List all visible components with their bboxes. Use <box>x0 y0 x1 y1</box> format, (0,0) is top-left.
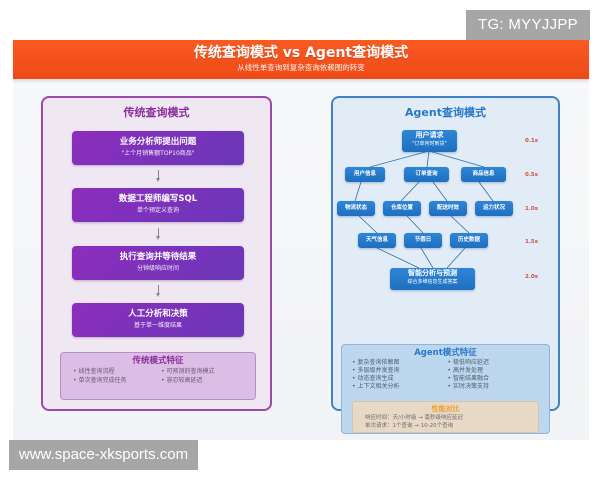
step-title: 业务分析师提出问题 <box>119 137 197 147</box>
feature-item: • 上下文相关分析 <box>352 383 400 390</box>
node-delivery-time: 配送时效 <box>429 201 467 216</box>
arrow-down-icon <box>156 228 162 242</box>
time-label: 0.5s <box>525 172 539 178</box>
traditional-features-title: 传统模式特征 <box>132 356 184 366</box>
traditional-title: 传统查询模式 <box>123 106 190 119</box>
step-subtitle: 分钟级响应时间 <box>136 265 179 272</box>
node-user-info: 用户信息 <box>345 167 385 182</box>
page-subtitle: 从线性单查询到复杂查询依赖图的转变 <box>237 63 365 72</box>
step-subtitle: 单个预定义查询 <box>136 207 179 214</box>
arrow-down-icon <box>156 285 162 299</box>
agent-title: Agent查询模式 <box>405 106 486 119</box>
node-logistics-status: 物流状态 <box>337 201 375 216</box>
watermark-top: TG: MYYJJPP <box>466 10 590 40</box>
traditional-step-3: 执行查询并等待结果 分钟级响应时间 <box>72 246 244 280</box>
node-product-info: 商品信息 <box>461 167 506 182</box>
traditional-step-4: 人工分析和决策 基于单一维度结果 <box>72 303 244 337</box>
infographic-canvas: 传统查询模式 vs Agent查询模式 从线性单查询到复杂查询依赖图的转变 传统… <box>13 40 589 440</box>
performance-line: 响应时间：天/小时级 → 毫秒级响应延迟 <box>365 415 463 421</box>
time-label: 1.0s <box>525 206 539 212</box>
traditional-step-1: 业务分析师提出问题 "上个月销售额TOP10商品" <box>72 131 244 165</box>
agent-features-title: Agent模式特征 <box>414 348 477 358</box>
feature-item: • 可预测的查询模式 <box>161 368 215 375</box>
node-user-request: 用户请求 "订单何时到货" <box>402 130 457 152</box>
arrow-down-icon <box>156 170 162 184</box>
feature-item: • 实时决策支持 <box>447 383 489 390</box>
node-warehouse-location: 仓库位置 <box>383 201 421 216</box>
header-banner: 传统查询模式 vs Agent查询模式 从线性单查询到复杂查询依赖图的转变 <box>13 40 589 79</box>
feature-item: • 容忍较高延迟 <box>161 376 203 384</box>
node-title: 智能分析与预测 <box>408 269 457 277</box>
step-subtitle: 基于单一维度结果 <box>133 322 182 329</box>
feature-item: • 线性查询流程 <box>73 368 115 375</box>
node-smart-analysis: 智能分析与预测 综合多维信息生成答案 <box>390 268 475 290</box>
node-order-query: 订单查询 <box>404 167 449 182</box>
time-label: 2.0s <box>525 274 539 280</box>
step-title: 数据工程师编写SQL <box>118 194 198 204</box>
feature-item: • 智能结果融合 <box>447 375 489 382</box>
performance-comparison-box: 性能对比 响应时间：天/小时级 → 毫秒级响应延迟 单次请求：1个查询 → 10… <box>352 401 539 433</box>
feature-item: • 极低响应延迟 <box>447 359 489 366</box>
dependency-edges <box>354 150 494 269</box>
step-title: 执行查询并等待结果 <box>119 252 197 262</box>
traditional-features-box: 传统模式特征 • 线性查询流程 • 可预测的查询模式 • 单次查询完成任务 • … <box>60 352 256 400</box>
performance-line: 单次请求：1个查询 → 10-20个查询 <box>365 423 454 429</box>
node-capacity-status: 运力状况 <box>475 201 513 216</box>
node-title: 用户请求 <box>415 131 444 139</box>
node-historical-data: 历史数据 <box>450 233 488 248</box>
node-subtitle: 综合多维信息生成答案 <box>407 279 458 285</box>
node-subtitle: "订单何时到货" <box>412 141 447 147</box>
agent-panel: Agent查询模式 <box>331 96 560 434</box>
node-weather-info: 天气信息 <box>358 233 396 248</box>
page-title: 传统查询模式 vs Agent查询模式 <box>193 45 409 61</box>
performance-title: 性能对比 <box>431 405 460 413</box>
traditional-panel: 传统查询模式 业务分析师提出问题 "上个月销售额TOP10商品" 数据工程师编写… <box>41 96 272 411</box>
step-subtitle: "上个月销售额TOP10商品" <box>121 150 195 157</box>
watermark-bottom: www.space-xksports.com <box>9 440 198 470</box>
agent-features-box: Agent模式特征 • 复杂查询依赖图 • 极低响应延迟 • 多层级并发查询 •… <box>341 344 550 434</box>
step-title: 人工分析和决策 <box>128 309 188 319</box>
feature-item: • 多层级并发查询 <box>352 367 400 374</box>
feature-item: • 复杂查询依赖图 <box>352 359 400 366</box>
time-label: 0.1s <box>525 138 539 144</box>
time-label: 1.5s <box>525 239 539 245</box>
feature-item: • 单次查询完成任务 <box>73 376 127 384</box>
feature-item: • 动态查询生成 <box>352 375 394 382</box>
traditional-step-2: 数据工程师编写SQL 单个预定义查询 <box>72 188 244 222</box>
node-holidays: 节假日 <box>404 233 442 248</box>
feature-item: • 高并发处理 <box>447 367 483 374</box>
